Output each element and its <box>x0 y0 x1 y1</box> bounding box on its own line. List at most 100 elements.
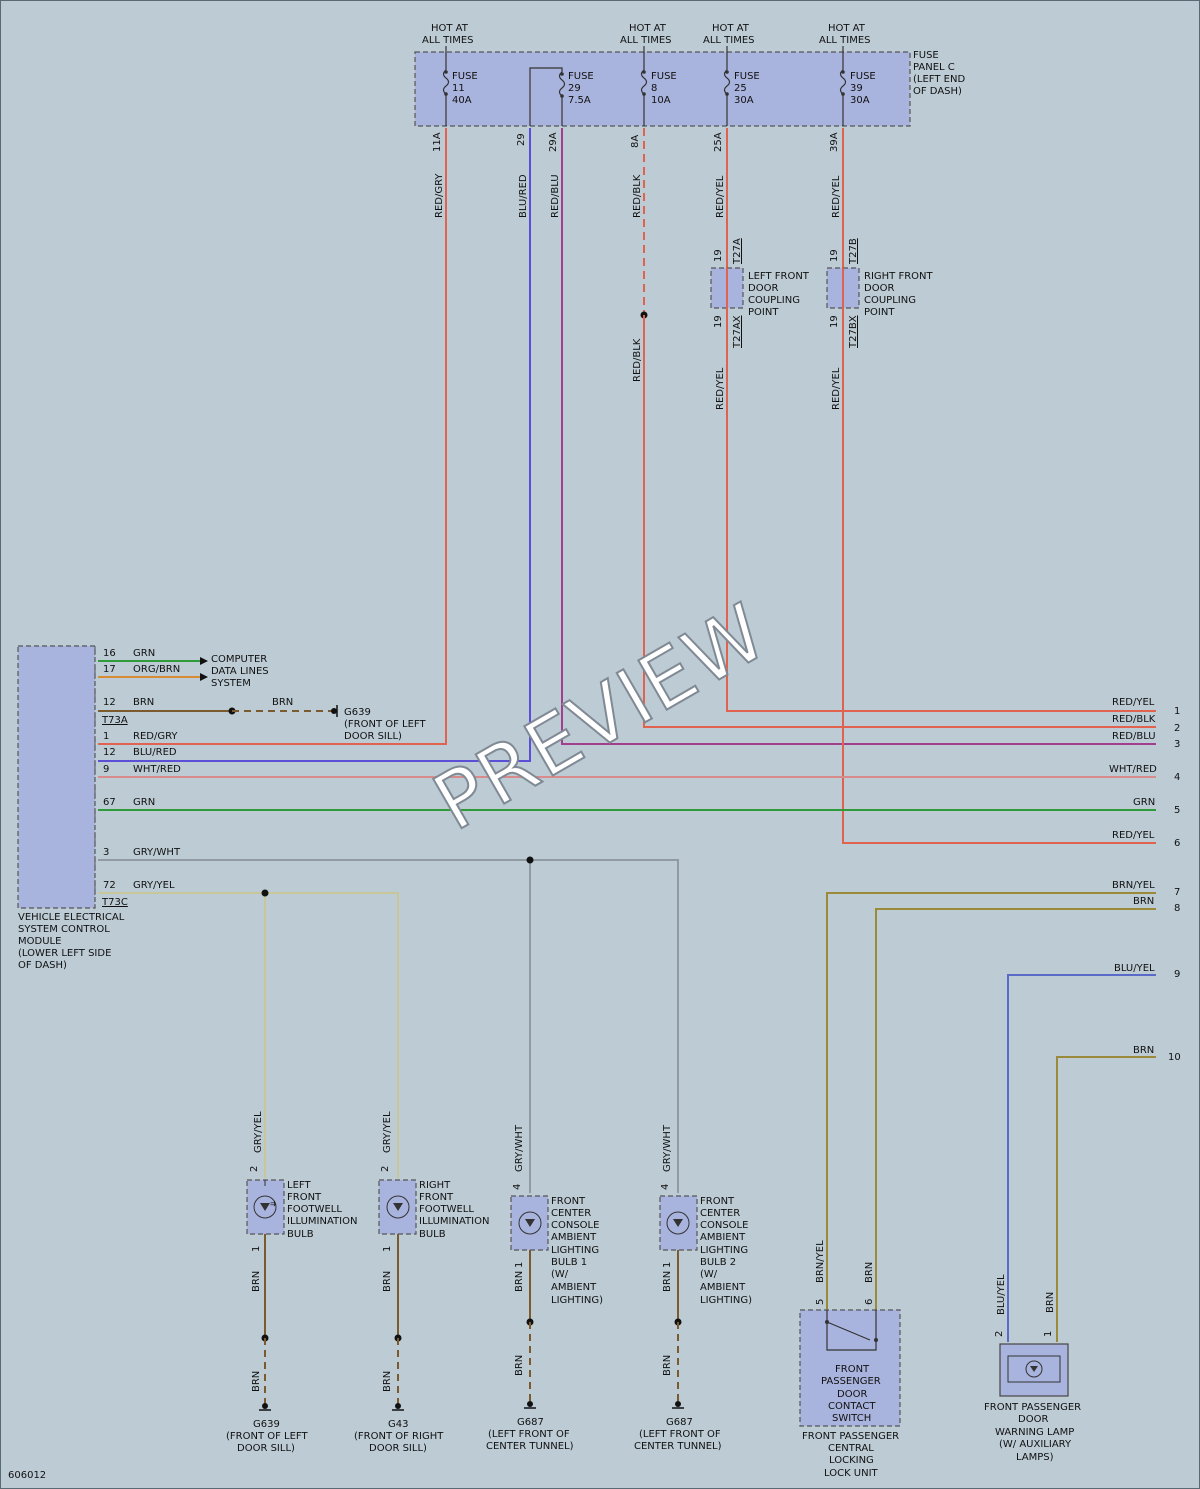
svg-text:AMBIENT: AMBIENT <box>700 1232 746 1243</box>
svg-text:BLU/YEL: BLU/YEL <box>1114 963 1155 974</box>
svg-text:LEFT FRONT: LEFT FRONT <box>748 271 810 282</box>
wire-label-red-yel-6a: RED/YEL <box>831 175 842 218</box>
svg-text:CENTER: CENTER <box>551 1208 591 1219</box>
svg-text:T27BX: T27BX <box>848 315 859 349</box>
svg-text:29: 29 <box>516 133 527 146</box>
svg-text:GRN: GRN <box>1133 797 1155 808</box>
front-passenger-door-warning-lamp: 2 1 FRONT PASSENGER DOOR WARNING LAMP (W… <box>984 1331 1081 1463</box>
hot-label-fuse-11: HOT AT ALL TIMES <box>422 23 474 46</box>
svg-text:G687: G687 <box>517 1417 544 1428</box>
svg-text:DOOR SILL): DOOR SILL) <box>237 1443 295 1454</box>
svg-text:SWITCH: SWITCH <box>832 1413 871 1424</box>
svg-text:1: 1 <box>103 731 109 742</box>
svg-text:8: 8 <box>651 83 657 94</box>
right-front-door-coupling-point: 19 T27B 19 T27BX RIGHT FRONT DOOR COUPLI… <box>826 238 934 349</box>
hot-label-fuse-8: HOT AT ALL TIMES <box>620 23 672 46</box>
svg-text:SYSTEM: SYSTEM <box>211 678 251 689</box>
svg-text:ILLUMINATION: ILLUMINATION <box>419 1216 489 1227</box>
svg-text:SYSTEM CONTROL: SYSTEM CONTROL <box>18 924 110 935</box>
svg-text:7: 7 <box>1174 887 1180 898</box>
svg-text:39A: 39A <box>829 132 840 152</box>
svg-text:(LEFT FRONT OF: (LEFT FRONT OF <box>639 1429 721 1440</box>
svg-text:DOOR SILL): DOOR SILL) <box>369 1443 427 1454</box>
wire-label-red-blk-top: RED/BLK <box>632 174 643 218</box>
svg-text:6: 6 <box>864 1299 875 1305</box>
svg-text:1: 1 <box>251 1246 262 1252</box>
svg-text:OF DASH): OF DASH) <box>18 960 67 971</box>
svg-text:GRY/WHT: GRY/WHT <box>662 1124 673 1172</box>
svg-text:9: 9 <box>103 764 109 775</box>
svg-text:BRN: BRN <box>514 1271 525 1292</box>
fuse-39: FUSE 39 30A <box>839 52 876 126</box>
svg-text:GRY/YEL: GRY/YEL <box>253 1111 264 1153</box>
wire-brn-yel <box>826 892 1156 1310</box>
svg-text:FUSE: FUSE <box>452 71 478 82</box>
svg-text:BRN: BRN <box>514 1355 525 1376</box>
fuse-8: FUSE 8 10A <box>640 52 677 126</box>
svg-text:OF DASH): OF DASH) <box>913 86 962 97</box>
svg-text:3: 3 <box>103 847 109 858</box>
svg-text:FRONT: FRONT <box>835 1364 870 1375</box>
svg-text:10: 10 <box>1168 1052 1181 1063</box>
svg-text:7.5A: 7.5A <box>568 95 591 106</box>
svg-text:(W/: (W/ <box>551 1269 569 1280</box>
svg-text:(W/: (W/ <box>700 1269 718 1280</box>
svg-text:CONSOLE: CONSOLE <box>551 1220 599 1231</box>
svg-text:12: 12 <box>103 697 116 708</box>
svg-text:RED/YEL: RED/YEL <box>1112 697 1155 708</box>
svg-text:GRN: GRN <box>133 648 155 659</box>
svg-text:AMBIENT: AMBIENT <box>700 1282 746 1293</box>
svg-text:2: 2 <box>994 1331 1005 1337</box>
svg-text:LIGHTING: LIGHTING <box>700 1245 748 1256</box>
svg-text:POINT: POINT <box>748 307 779 318</box>
svg-text:19: 19 <box>829 249 840 262</box>
svg-text:AMBIENT: AMBIENT <box>551 1232 597 1243</box>
svg-text:(W/ AUXILIARY: (W/ AUXILIARY <box>999 1439 1072 1450</box>
svg-text:BRN: BRN <box>133 697 154 708</box>
svg-text:GRY/WHT: GRY/WHT <box>514 1124 525 1172</box>
svg-text:FRONT PASSENGER: FRONT PASSENGER <box>984 1402 1081 1413</box>
svg-text:FOOTWELL: FOOTWELL <box>419 1204 474 1215</box>
front-center-console-ambient-lighting-bulb-1: GRY/WHT 4 FRONT CENTER CONSOLE AMBIENT L… <box>510 1124 603 1376</box>
svg-text:CENTRAL: CENTRAL <box>828 1443 874 1454</box>
svg-text:(FRONT OF LEFT: (FRONT OF LEFT <box>226 1431 309 1442</box>
svg-text:WHT/RED: WHT/RED <box>1109 764 1157 775</box>
svg-text:25A: 25A <box>713 132 724 152</box>
svg-text:T27B: T27B <box>848 238 859 265</box>
svg-text:RED/BLK: RED/BLK <box>1112 714 1156 725</box>
fuse-11: FUSE 11 40A <box>442 52 478 126</box>
svg-text:BRN: BRN <box>1133 896 1154 907</box>
svg-text:COUPLING: COUPLING <box>864 295 916 306</box>
svg-text:1: 1 <box>1043 1331 1054 1337</box>
hot-label-fuse-25: HOT AT ALL TIMES <box>703 23 755 46</box>
svg-text:G639: G639 <box>253 1419 280 1430</box>
svg-text:(FRONT OF LEFT: (FRONT OF LEFT <box>344 719 427 730</box>
svg-text:WARNING LAMP: WARNING LAMP <box>995 1427 1074 1438</box>
svg-text:GRY/YEL: GRY/YEL <box>382 1111 393 1153</box>
svg-text:5: 5 <box>1174 805 1180 816</box>
wire-label-red-blu: RED/BLU <box>550 174 561 218</box>
svg-text:BRN: BRN <box>251 1371 262 1392</box>
svg-text:BRN: BRN <box>272 697 293 708</box>
svg-text:CENTER TUNNEL): CENTER TUNNEL) <box>634 1441 722 1452</box>
svg-text:LAMPS): LAMPS) <box>1016 1452 1054 1463</box>
svg-text:FUSE: FUSE <box>568 71 594 82</box>
vehicle-electrical-system-control-module <box>17 645 96 909</box>
svg-text:LEFT: LEFT <box>287 1180 311 1191</box>
svg-text:HOT AT: HOT AT <box>828 23 866 34</box>
svg-text:10A: 10A <box>651 95 671 106</box>
svg-text:GRY/YEL: GRY/YEL <box>133 880 175 891</box>
svg-text:POINT: POINT <box>864 307 895 318</box>
svg-text:DOOR: DOOR <box>864 283 894 294</box>
wire-red-yel-6 <box>842 128 1156 844</box>
svg-text:⇉: ⇉ <box>270 1200 276 1208</box>
wire-brn-lamp <box>1056 1056 1156 1342</box>
svg-text:WHT/RED: WHT/RED <box>133 764 181 775</box>
svg-text:30A: 30A <box>734 95 754 106</box>
svg-text:GRN: GRN <box>133 797 155 808</box>
svg-text:LOCKING: LOCKING <box>829 1455 874 1466</box>
svg-text:PANEL C: PANEL C <box>913 62 955 73</box>
wire-label-red-yel-1b: RED/YEL <box>715 367 726 410</box>
svg-text:29: 29 <box>568 83 581 94</box>
